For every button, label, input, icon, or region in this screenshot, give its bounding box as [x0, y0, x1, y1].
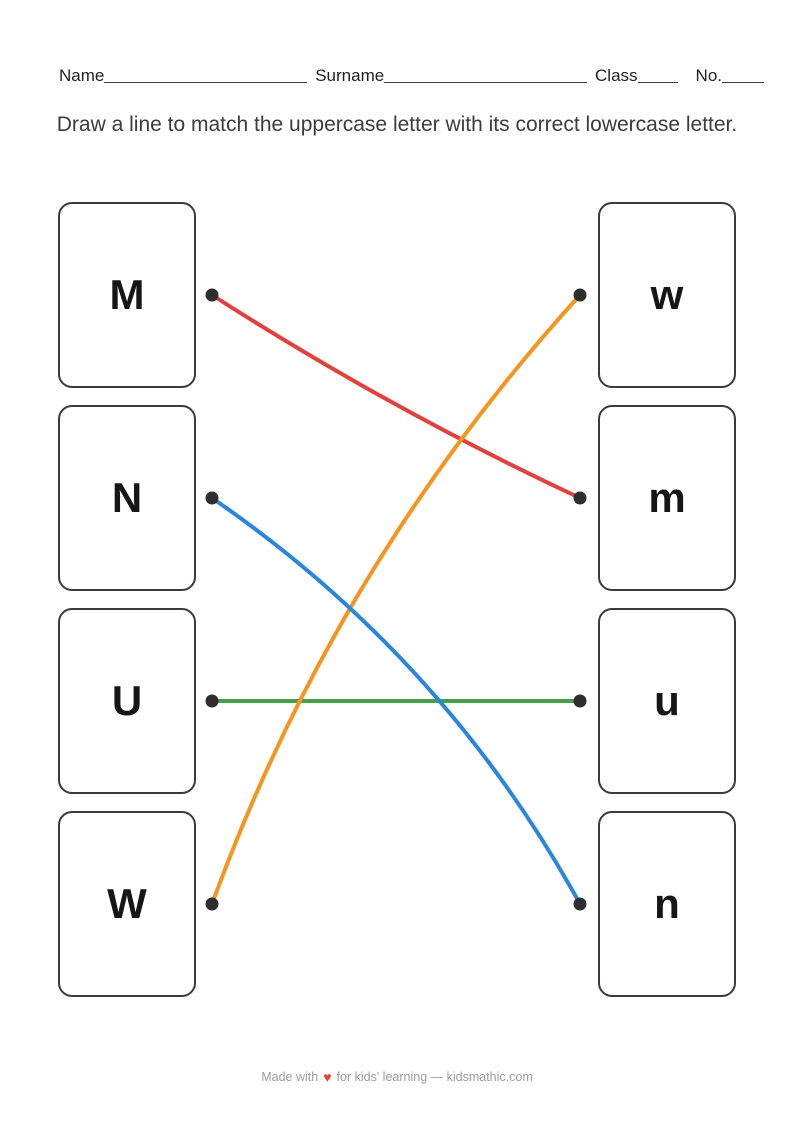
card-letter: m [648, 474, 686, 521]
lowercase-column: w m u n [598, 202, 736, 997]
letter-card-uppercase[interactable]: M [58, 202, 196, 388]
connection-line-N-n [210, 496, 582, 906]
connector-dot-right-2[interactable] [573, 694, 587, 708]
letter-card-uppercase[interactable]: W [58, 811, 196, 997]
card-letter: u [654, 677, 680, 724]
instruction-text: Draw a line to match the uppercase lette… [56, 113, 738, 136]
card-letter: M [109, 271, 145, 318]
card-letter: W [107, 880, 147, 927]
card-letter: N [111, 474, 143, 521]
card-letter: U [111, 677, 143, 724]
uppercase-column: M N U W [58, 202, 196, 997]
connector-dot-left-3[interactable] [205, 897, 219, 911]
connector-dot-left-1[interactable] [205, 491, 219, 505]
connection-line-M-m [210, 293, 582, 500]
no-label: No. [695, 66, 723, 85]
footer-credit: Made with ♥ for kids' learning — kidsmat… [0, 1070, 794, 1084]
connection-line-W-w [210, 293, 582, 906]
class-label: Class [595, 66, 638, 85]
connector-dot-left-0[interactable] [205, 288, 219, 302]
surname-fill-line [384, 82, 588, 84]
connector-dot-right-1[interactable] [573, 491, 587, 505]
letter-card-uppercase[interactable]: U [58, 608, 196, 794]
connector-dot-right-3[interactable] [573, 897, 587, 911]
footer-rest: for kids' learning — kidsmathic.com [336, 1070, 533, 1084]
card-letter: w [650, 271, 684, 318]
footer-made-with: Made with [261, 1070, 319, 1084]
name-label: Name [59, 66, 105, 85]
name-fill-line [104, 82, 308, 84]
student-info-header: Name Surname Class No. [59, 66, 765, 86]
card-letter: n [654, 880, 680, 927]
heart-icon: ♥ [323, 1069, 332, 1085]
class-fill-line [637, 82, 678, 84]
letter-card-lowercase[interactable]: u [598, 608, 736, 794]
letter-card-uppercase[interactable]: N [58, 405, 196, 591]
letter-card-lowercase[interactable]: n [598, 811, 736, 997]
connector-dot-left-2[interactable] [205, 694, 219, 708]
surname-label: Surname [315, 66, 385, 85]
no-fill-line [722, 82, 765, 84]
instruction-block: Draw a line to match the uppercase lette… [0, 110, 794, 140]
letter-card-lowercase[interactable]: m [598, 405, 736, 591]
letter-card-lowercase[interactable]: w [598, 202, 736, 388]
connector-dot-right-0[interactable] [573, 288, 587, 302]
